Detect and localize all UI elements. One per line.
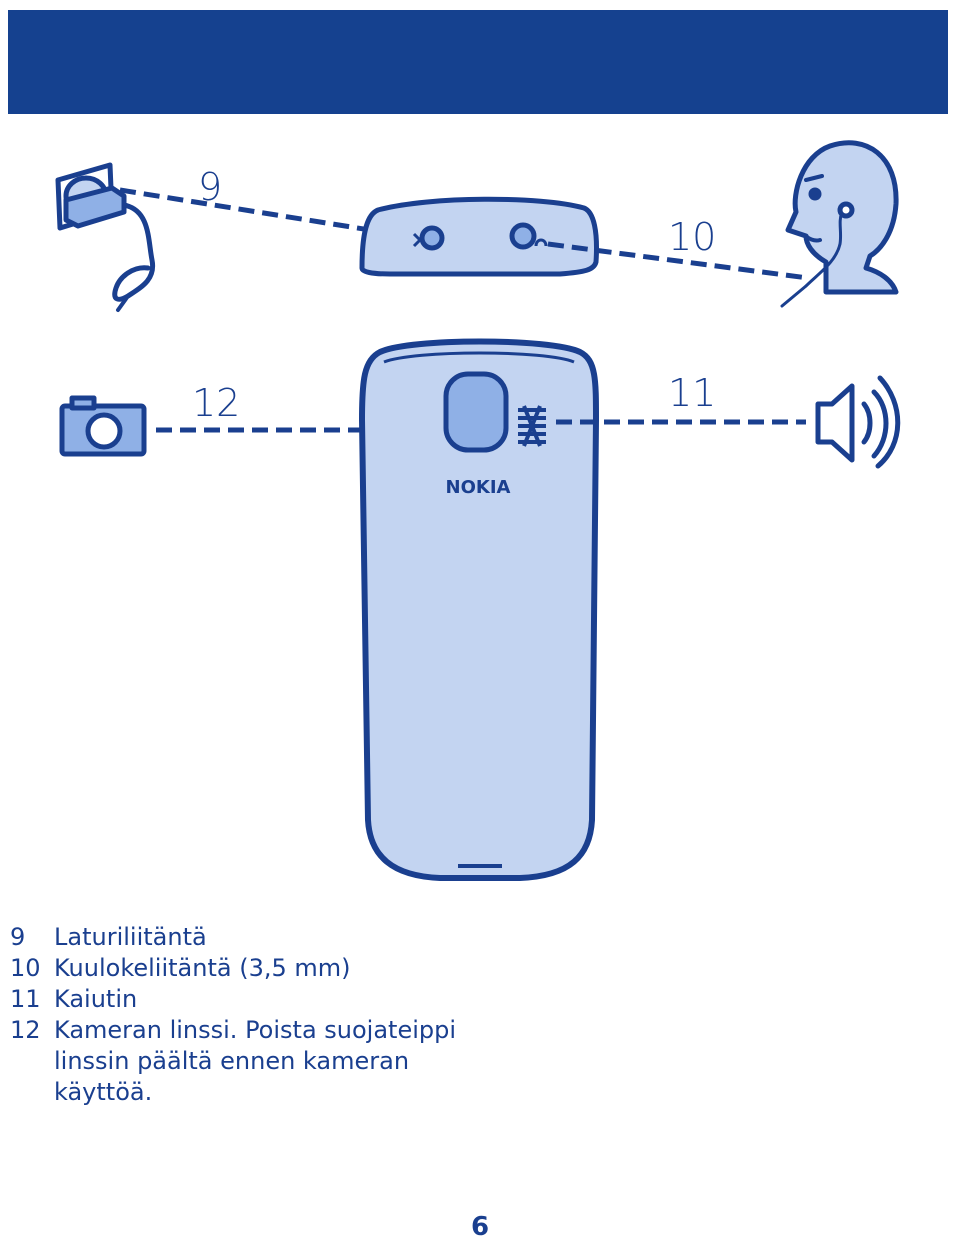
legend-number: 11 [10,985,41,1013]
callout-11: 11 [668,371,716,415]
legend-item: 11 Kaiutin [10,984,710,1015]
phone-diagram: NOKIA 9 10 11 12 [55,140,901,881]
speaker-icon [815,375,901,469]
header-bar [8,10,948,114]
phone-top-edge [359,196,599,277]
page-number: 6 [470,1212,490,1242]
callout-10: 10 [668,215,716,259]
legend-text: Kameran linssi. Poista suojateippi linss… [54,1016,457,1106]
charger-plug-icon [55,162,156,312]
legend-list: 9 Laturiliitäntä 10 Kuulokeliitäntä (3,5… [10,922,710,1108]
legend-item: 12 Kameran linssi. Poista suojateippi li… [10,1015,710,1108]
nokia-logo: NOKIA [446,477,511,498]
legend-text: Kuulokeliitäntä (3,5 mm) [54,954,351,982]
legend-item: 10 Kuulokeliitäntä (3,5 mm) [10,953,710,984]
legend-text: Kaiutin [54,985,138,1013]
legend-item: 9 Laturiliitäntä [10,922,710,953]
legend-number: 12 [10,1016,41,1044]
callout-9: 9 [198,165,222,209]
person-headset-icon [780,140,899,308]
speaker-grille [518,405,546,447]
callout-line-10 [547,241,809,281]
phone-back [359,338,599,881]
legend-number: 9 [10,923,26,951]
callout-12: 12 [192,381,240,425]
camera-icon [59,395,147,457]
legend-text: Laturiliitäntä [54,923,207,951]
legend-number: 10 [10,954,41,982]
